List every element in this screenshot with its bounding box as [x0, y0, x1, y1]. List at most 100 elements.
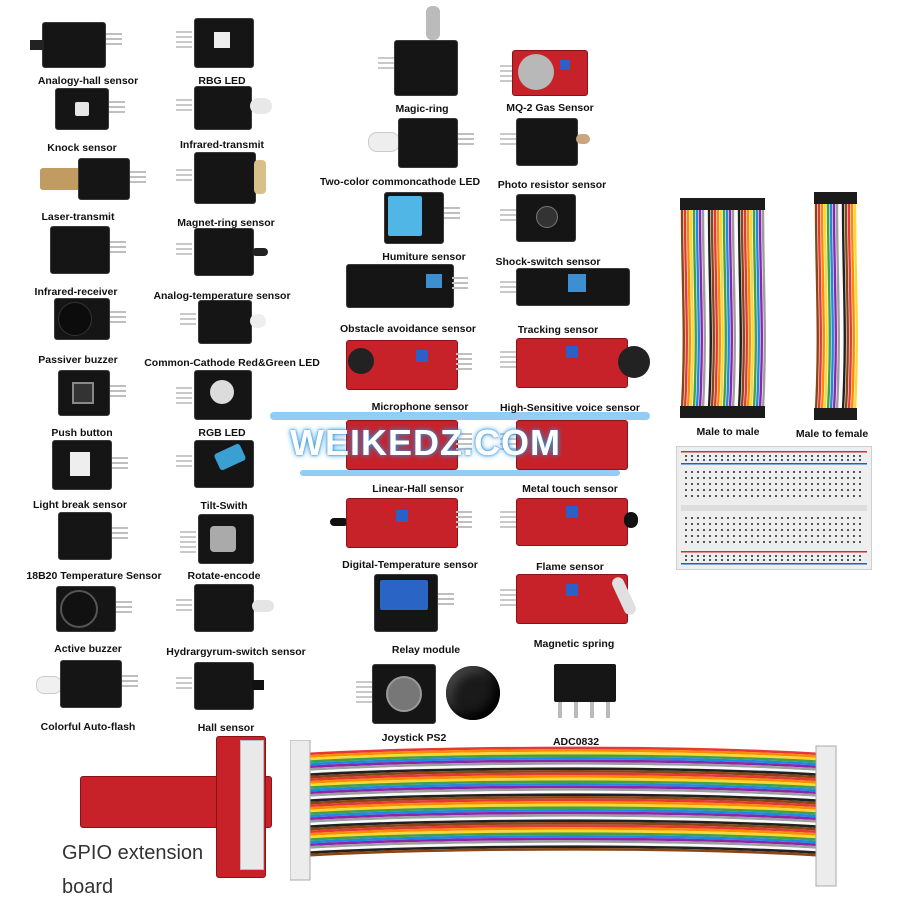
breadboard-hole	[829, 523, 831, 525]
watermark-band	[270, 412, 650, 420]
breadboard-hole	[733, 555, 735, 557]
jumper-connector	[713, 198, 717, 210]
breadboard-hole	[739, 517, 741, 519]
breadboard-hole	[829, 529, 831, 531]
breadboard-hole	[763, 529, 765, 531]
breadboard-hole	[775, 455, 777, 457]
jumper-connector	[689, 198, 693, 210]
breadboard-hole	[799, 495, 801, 497]
jumper-wire	[841, 201, 846, 411]
breadboard-hole	[829, 517, 831, 519]
breadboard-hole	[685, 455, 687, 457]
breadboard-hole	[709, 459, 711, 461]
breadboard-hole	[703, 559, 705, 561]
breadboard-hole	[775, 495, 777, 497]
breadboard-hole	[721, 529, 723, 531]
breadboard-hole	[835, 477, 837, 479]
breadboard-hole	[751, 489, 753, 491]
breadboard-hole	[709, 471, 711, 473]
breadboard-hole	[751, 529, 753, 531]
jumper-connector	[838, 192, 842, 204]
breadboard-hole	[811, 517, 813, 519]
breadboard-hole	[727, 477, 729, 479]
breadboard-hole	[751, 535, 753, 537]
breadboard-hole	[817, 555, 819, 557]
breadboard-hole	[805, 495, 807, 497]
breadboard-hole	[685, 529, 687, 531]
label-col3-0: Magic-ring	[395, 103, 449, 115]
jumper-wire	[716, 207, 721, 409]
breadboard-hole	[787, 471, 789, 473]
breadboard-hole	[751, 555, 753, 557]
breadboard-hole	[793, 517, 795, 519]
jumper-connector	[761, 406, 765, 418]
jumper-connector	[713, 406, 717, 418]
breadboard-hole	[709, 535, 711, 537]
jumper-connector	[826, 408, 830, 420]
jumper-connector	[719, 198, 723, 210]
breadboard-hole	[847, 489, 849, 491]
breadboard-hole	[703, 455, 705, 457]
jumper-wire	[740, 207, 745, 409]
ribbon-connector	[289, 739, 311, 881]
breadboard-hole	[703, 523, 705, 525]
breadboard-hole	[703, 495, 705, 497]
breadboard-hole	[745, 477, 747, 479]
breadboard-hole	[841, 455, 843, 457]
breadboard-hole	[715, 477, 717, 479]
label-col2-4: Common-Cathode Red&Green LED	[144, 357, 320, 369]
label-col2-0: RBG LED	[198, 75, 246, 87]
jumper-wire	[826, 201, 831, 411]
breadboard-hole	[829, 459, 831, 461]
ribbon-wire	[305, 767, 821, 777]
label-col2-6: Tilt-Swith	[200, 500, 248, 512]
jumper-wire	[847, 201, 852, 411]
breadboard-hole	[847, 529, 849, 531]
ribbon-wire	[305, 798, 821, 808]
breadboard-hole	[835, 555, 837, 557]
jumper-wire	[814, 201, 819, 411]
breadboard-hole	[859, 517, 861, 519]
breadboard-hole	[835, 529, 837, 531]
breadboard-hole	[685, 459, 687, 461]
breadboard-hole	[703, 489, 705, 491]
breadboard-hole	[793, 489, 795, 491]
ribbon-wire	[305, 780, 821, 790]
jumper-connector	[731, 406, 735, 418]
breadboard-hole	[715, 471, 717, 473]
breadboard-hole	[799, 555, 801, 557]
breadboard-hole	[757, 459, 759, 461]
breadboard-hole	[805, 555, 807, 557]
jumper-wire	[707, 207, 712, 409]
breadboard-hole	[685, 495, 687, 497]
jumper-connector	[722, 198, 726, 210]
breadboard-hole	[775, 517, 777, 519]
breadboard-hole	[703, 517, 705, 519]
label-col1-1: Knock sensor	[47, 142, 117, 154]
label-col1-9: Colorful Auto-flash	[40, 721, 136, 733]
breadboard-hole	[835, 471, 837, 473]
jumper-connector	[686, 406, 690, 418]
jumper-wire	[701, 207, 706, 409]
breadboard-hole	[805, 489, 807, 491]
breadboard-hole	[835, 455, 837, 457]
breadboard-hole	[787, 517, 789, 519]
breadboard-hole	[685, 517, 687, 519]
breadboard-hole	[829, 489, 831, 491]
watermark-text: WEIKEDZ.COM	[290, 422, 561, 463]
breadboard-hole	[817, 559, 819, 561]
breadboard-hole	[751, 495, 753, 497]
breadboard-hole	[787, 459, 789, 461]
breadboard-hole	[817, 495, 819, 497]
breadboard-hole	[751, 523, 753, 525]
breadboard-hole	[859, 471, 861, 473]
breadboard-hole	[757, 523, 759, 525]
label-wires-0: Male to male	[696, 426, 760, 438]
breadboard-hole	[691, 529, 693, 531]
breadboard-hole	[721, 477, 723, 479]
breadboard-hole	[709, 483, 711, 485]
breadboard-hole	[733, 535, 735, 537]
jumper-connector	[820, 408, 824, 420]
breadboard-rail-blue	[681, 563, 867, 565]
breadboard-hole	[805, 529, 807, 531]
